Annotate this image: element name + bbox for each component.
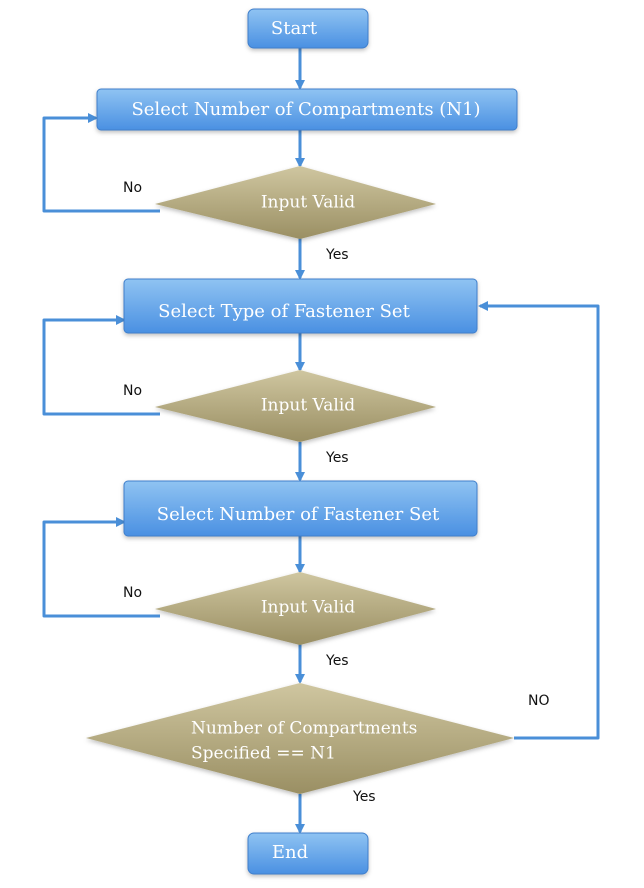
- connector-valid3-no-loop: [42, 517, 160, 618]
- connector-valid1-no-loop: [42, 113, 160, 213]
- compartments-check-label-line1: Number of Compartments: [191, 719, 417, 739]
- edge-label-yes-2: Yes: [325, 450, 349, 466]
- input-valid-2-decision-shape: [155, 370, 436, 442]
- edge-label-yes-1: Yes: [325, 247, 349, 263]
- end-node-label: End: [272, 842, 308, 863]
- input-valid-3-decision: Input Valid: [155, 572, 436, 645]
- edge-label-no-1: No: [123, 180, 142, 196]
- connectors: [42, 48, 600, 834]
- edge-label-no-3: No: [123, 585, 142, 601]
- select-compartments-node: Select Number of Compartments (N1): [96, 88, 518, 131]
- start-node-shape: [247, 8, 369, 49]
- select-compartments-node-label: Select Number of Compartments (N1): [131, 99, 480, 120]
- edge-label-no-2: No: [123, 383, 142, 399]
- select-type-node: Select Type of Fastener Set: [123, 278, 478, 334]
- connector-check-no-loop: [478, 301, 600, 740]
- compartments-check-decision-shape: [86, 683, 514, 794]
- input-valid-1-decision: Input Valid: [155, 166, 436, 239]
- select-number-node-shape: [123, 480, 478, 537]
- input-valid-2-decision-label: Input Valid: [261, 396, 355, 416]
- end-node-shape: [247, 832, 369, 875]
- select-number-node: Select Number of Fastener Set: [123, 480, 478, 537]
- select-compartments-node-shape: [96, 88, 518, 131]
- edge-label-yes-3: Yes: [325, 653, 349, 669]
- compartments-check-decision: Number of Compartments Specified == N1: [86, 683, 514, 794]
- connector-valid2-no-loop: [42, 315, 160, 416]
- input-valid-1-decision-label: Input Valid: [261, 193, 355, 213]
- select-type-node-label: Select Type of Fastener Set: [158, 301, 410, 322]
- compartments-check-label-line2: Specified == N1: [191, 744, 336, 764]
- edge-label-no-final: NO: [528, 693, 550, 709]
- input-valid-2-decision: Input Valid: [155, 370, 436, 442]
- start-node: Start: [247, 8, 369, 49]
- edge-labels: No Yes No Yes No Yes NO Yes: [123, 180, 550, 805]
- select-type-node-shape: [123, 278, 478, 334]
- select-number-node-label: Select Number of Fastener Set: [157, 504, 440, 525]
- edge-label-yes-final: Yes: [352, 789, 376, 805]
- input-valid-3-decision-label: Input Valid: [261, 598, 355, 618]
- input-valid-1-decision-shape: [155, 166, 436, 239]
- start-node-label: Start: [271, 18, 318, 39]
- end-node: End: [247, 832, 369, 875]
- input-valid-3-decision-shape: [155, 572, 436, 645]
